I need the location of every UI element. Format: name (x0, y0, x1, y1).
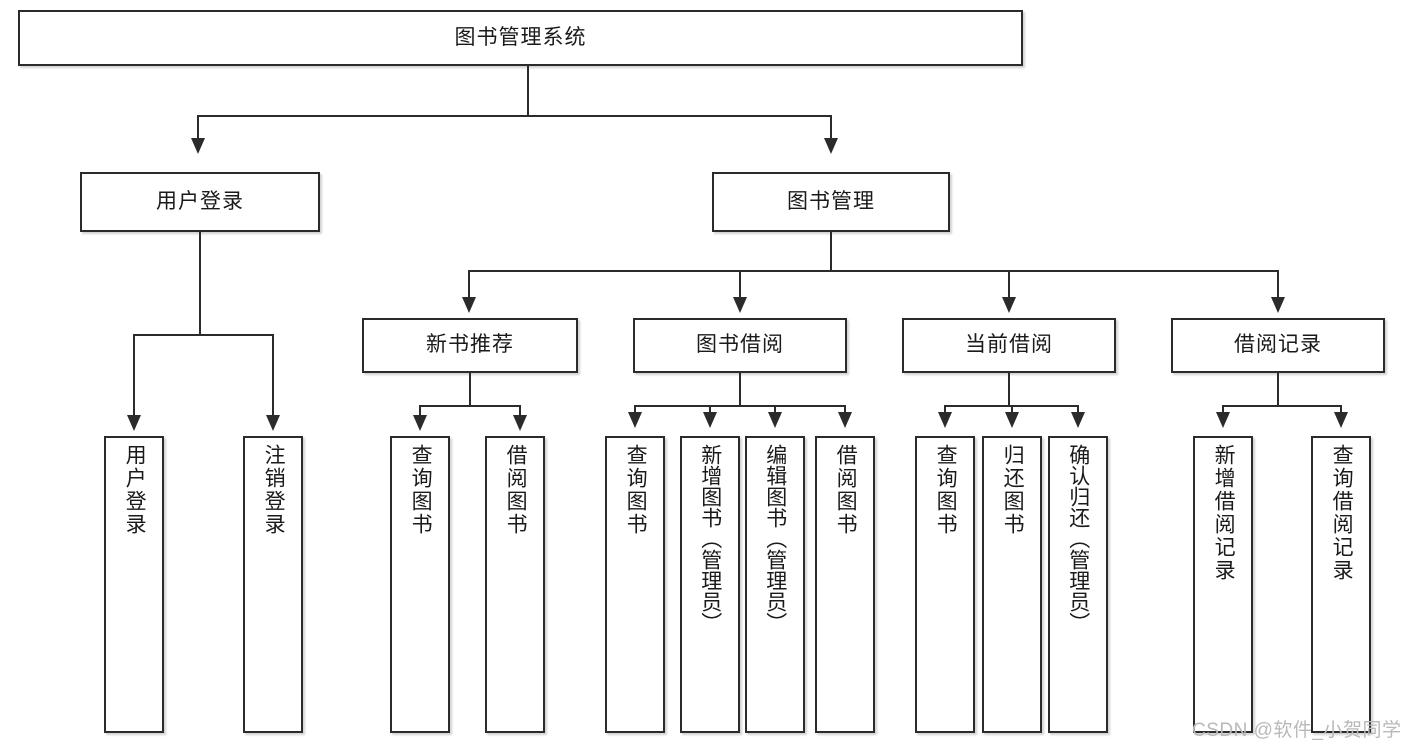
node-user-login-label: 用户登录 (156, 189, 244, 213)
leaf-current-borrow-query-label: 查询图书 (934, 444, 958, 536)
connector-borrow-record-stem (1277, 373, 1279, 406)
arrow-borrow-record-to-leaf-2 (1334, 412, 1348, 428)
leaf-add-borrow-record[interactable]: 新增借阅记录 (1193, 436, 1253, 733)
leaf-return-book[interactable]: 归还图书 (982, 436, 1042, 733)
arrow-book-manage-to-new-book (462, 297, 476, 313)
node-book-manage[interactable]: 图书管理 (712, 172, 950, 232)
leaf-new-book-query[interactable]: 查询图书 (390, 436, 450, 733)
connector-book-manage-to-current (1008, 270, 1010, 300)
node-new-book-recommend[interactable]: 新书推荐 (362, 318, 578, 373)
leaf-add-borrow-record-label: 新增借阅记录 (1212, 444, 1236, 582)
leaf-book-edit[interactable]: 编辑图书（管理员） (745, 436, 805, 733)
leaf-new-book-borrow[interactable]: 借阅图书 (485, 436, 545, 733)
leaf-return-book-label: 归还图书 (1001, 444, 1025, 536)
node-new-book-recommend-label: 新书推荐 (426, 333, 514, 357)
connector-book-borrow-stem (739, 373, 741, 406)
node-book-borrow-label: 图书借阅 (696, 333, 784, 357)
leaf-book-add[interactable]: 新增图书（管理员） (680, 436, 740, 733)
csdn-watermark: CSDN @软件_小贺同学 (1192, 720, 1402, 741)
leaf-book-edit-label: 编辑图书（管理员） (763, 444, 787, 633)
arrow-user-login-to-leaf-2 (266, 415, 280, 431)
connector-user-login-to-leaf-1 (133, 334, 135, 418)
arrow-current-borrow-to-leaf-3 (1071, 412, 1085, 428)
connector-book-manage-to-borrow (739, 270, 741, 300)
connector-user-login-to-leaf-2 (272, 334, 274, 418)
arrow-book-manage-to-borrow (733, 297, 747, 313)
connector-new-book-to-leaf-2 (519, 405, 521, 418)
node-book-borrow[interactable]: 图书借阅 (633, 318, 847, 373)
arrow-book-manage-to-current (1002, 297, 1016, 313)
arrow-root-to-book-manage (824, 138, 838, 154)
node-borrow-record[interactable]: 借阅记录 (1171, 318, 1385, 373)
connector-current-borrow-to-leaf-3 (1077, 405, 1079, 418)
connector-user-login-bar (133, 334, 273, 336)
connector-new-book-to-leaf-1 (419, 405, 421, 418)
leaf-book-borrow-query[interactable]: 查询图书 (605, 436, 665, 733)
connector-book-borrow-bar (634, 405, 845, 407)
connector-current-borrow-to-leaf-2 (1011, 405, 1013, 418)
node-borrow-record-label: 借阅记录 (1234, 333, 1322, 357)
leaf-book-borrow-query-label: 查询图书 (624, 444, 648, 536)
leaf-current-borrow-query[interactable]: 查询图书 (915, 436, 975, 733)
connector-new-book-stem (469, 373, 471, 406)
leaf-confirm-return[interactable]: 确认归还（管理员） (1048, 436, 1108, 733)
connector-book-manage-to-new-book (468, 270, 470, 300)
leaf-query-borrow-record-label: 查询借阅记录 (1330, 444, 1354, 582)
connector-root-to-user-login (197, 115, 199, 142)
arrow-current-borrow-to-leaf-1 (938, 412, 952, 428)
leaf-book-add-label: 新增图书（管理员） (698, 444, 722, 633)
connector-current-borrow-to-leaf-1 (944, 405, 946, 418)
arrow-new-book-to-leaf-2 (513, 415, 527, 431)
leaf-user-login-label: 用户登录 (123, 444, 147, 536)
leaf-new-book-borrow-label: 借阅图书 (504, 444, 528, 536)
arrow-borrow-record-to-leaf-1 (1216, 412, 1230, 428)
node-user-login[interactable]: 用户登录 (80, 172, 320, 232)
arrow-book-manage-to-record (1271, 297, 1285, 313)
arrow-user-login-to-leaf-1 (127, 415, 141, 431)
node-current-borrow[interactable]: 当前借阅 (902, 318, 1116, 373)
connector-borrow-record-to-leaf-1 (1222, 405, 1224, 418)
connector-book-borrow-to-leaf-1 (634, 405, 636, 418)
leaf-user-login[interactable]: 用户登录 (104, 436, 164, 733)
arrow-root-to-user-login (191, 138, 205, 154)
connector-book-manage-bar (468, 270, 1279, 272)
leaf-book-borrow-action[interactable]: 借阅图书 (815, 436, 875, 733)
connector-user-login-stem (199, 232, 201, 335)
connector-borrow-record-bar (1222, 405, 1341, 407)
leaf-query-borrow-record[interactable]: 查询借阅记录 (1311, 436, 1371, 733)
connector-book-borrow-to-leaf-4 (844, 405, 846, 418)
arrow-book-borrow-to-leaf-1 (628, 412, 642, 428)
connector-root-stem (527, 66, 529, 116)
connector-book-manage-to-record (1277, 270, 1279, 300)
leaf-confirm-return-label: 确认归还（管理员） (1066, 444, 1090, 633)
leaf-logout[interactable]: 注销登录 (243, 436, 303, 733)
leaf-book-borrow-action-label: 借阅图书 (834, 444, 858, 536)
connector-root-to-book-manage (830, 115, 832, 142)
arrow-book-borrow-to-leaf-4 (838, 412, 852, 428)
arrow-book-borrow-to-leaf-3 (768, 412, 782, 428)
node-root-system[interactable]: 图书管理系统 (18, 10, 1023, 66)
arrow-current-borrow-to-leaf-2 (1005, 412, 1019, 428)
leaf-logout-label: 注销登录 (262, 444, 286, 536)
node-root-system-label: 图书管理系统 (454, 25, 587, 49)
connector-book-borrow-to-leaf-2 (709, 405, 711, 418)
arrow-new-book-to-leaf-1 (413, 415, 427, 431)
node-book-manage-label: 图书管理 (787, 189, 875, 213)
leaf-new-book-query-label: 查询图书 (409, 444, 433, 536)
connector-book-manage-stem (830, 232, 832, 271)
node-current-borrow-label: 当前借阅 (965, 333, 1053, 357)
connector-root-bar (197, 115, 831, 117)
connector-borrow-record-to-leaf-2 (1340, 405, 1342, 418)
connector-current-borrow-stem (1008, 373, 1010, 406)
connector-book-borrow-to-leaf-3 (774, 405, 776, 418)
arrow-book-borrow-to-leaf-2 (703, 412, 717, 428)
connector-new-book-bar (419, 405, 521, 407)
